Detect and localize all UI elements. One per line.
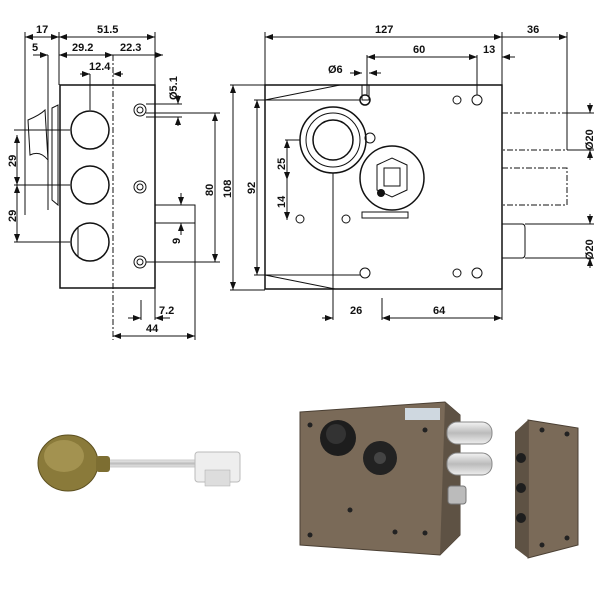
side-view: 17 51.5 5 29.2 22.3 12.4 Ø5.1 29 29 80 9… (7, 24, 220, 340)
dim-92: 92 (246, 182, 258, 194)
dim-26: 26 (350, 305, 362, 317)
screw-hole (133, 255, 147, 269)
dim-29-lower: 29 (7, 210, 19, 222)
dim-22-3: 22.3 (120, 42, 141, 54)
dim-36: 36 (527, 24, 539, 36)
side-bolt (154, 204, 196, 224)
lever (361, 211, 409, 219)
dim-5-1: Ø5.1 (168, 76, 180, 100)
dim-29-2: 29.2 (72, 42, 93, 54)
screw-hole (133, 103, 147, 117)
bolt-hole (70, 165, 110, 205)
dim-25: 25 (276, 158, 288, 170)
dim-17: 17 (36, 24, 48, 36)
front-view: 108 127 36 60 13 Ø6 92 25 14 Ø20 Ø20 26 … (222, 24, 596, 321)
dim-20-upper: Ø20 (584, 129, 596, 150)
key-photo (37, 434, 241, 492)
dim-7-2: 7.2 (159, 305, 174, 317)
bolt-hole (70, 222, 110, 262)
bolt-upper (502, 112, 568, 151)
dim-5: 5 (32, 42, 38, 54)
side-plate (59, 84, 156, 289)
dim-6: Ø6 (328, 64, 343, 76)
dim-14: 14 (276, 195, 288, 208)
key-rotor (359, 145, 425, 211)
cylinder-ring (299, 106, 367, 174)
bolt-lower (502, 223, 526, 259)
screw-hole (133, 180, 147, 194)
dim-44: 44 (146, 323, 159, 335)
bolt-middle (502, 167, 568, 206)
dim-29-upper: 29 (7, 155, 19, 167)
front-plate (264, 84, 503, 290)
dim-64: 64 (433, 305, 446, 317)
dim-12-4: 12.4 (89, 61, 111, 73)
dim-20-lower: Ø20 (584, 239, 596, 260)
dim-60: 60 (413, 44, 425, 56)
bolt-hole (70, 110, 110, 150)
dim-108: 108 (222, 180, 234, 198)
dim-9: 9 (171, 238, 183, 244)
lock-photo (299, 401, 493, 556)
dim-80: 80 (204, 184, 216, 196)
keeper-photo (515, 419, 579, 559)
dim-127: 127 (375, 24, 393, 36)
dim-51-5: 51.5 (97, 24, 118, 36)
dim-13: 13 (483, 44, 495, 56)
cylinder-knob (27, 104, 59, 207)
